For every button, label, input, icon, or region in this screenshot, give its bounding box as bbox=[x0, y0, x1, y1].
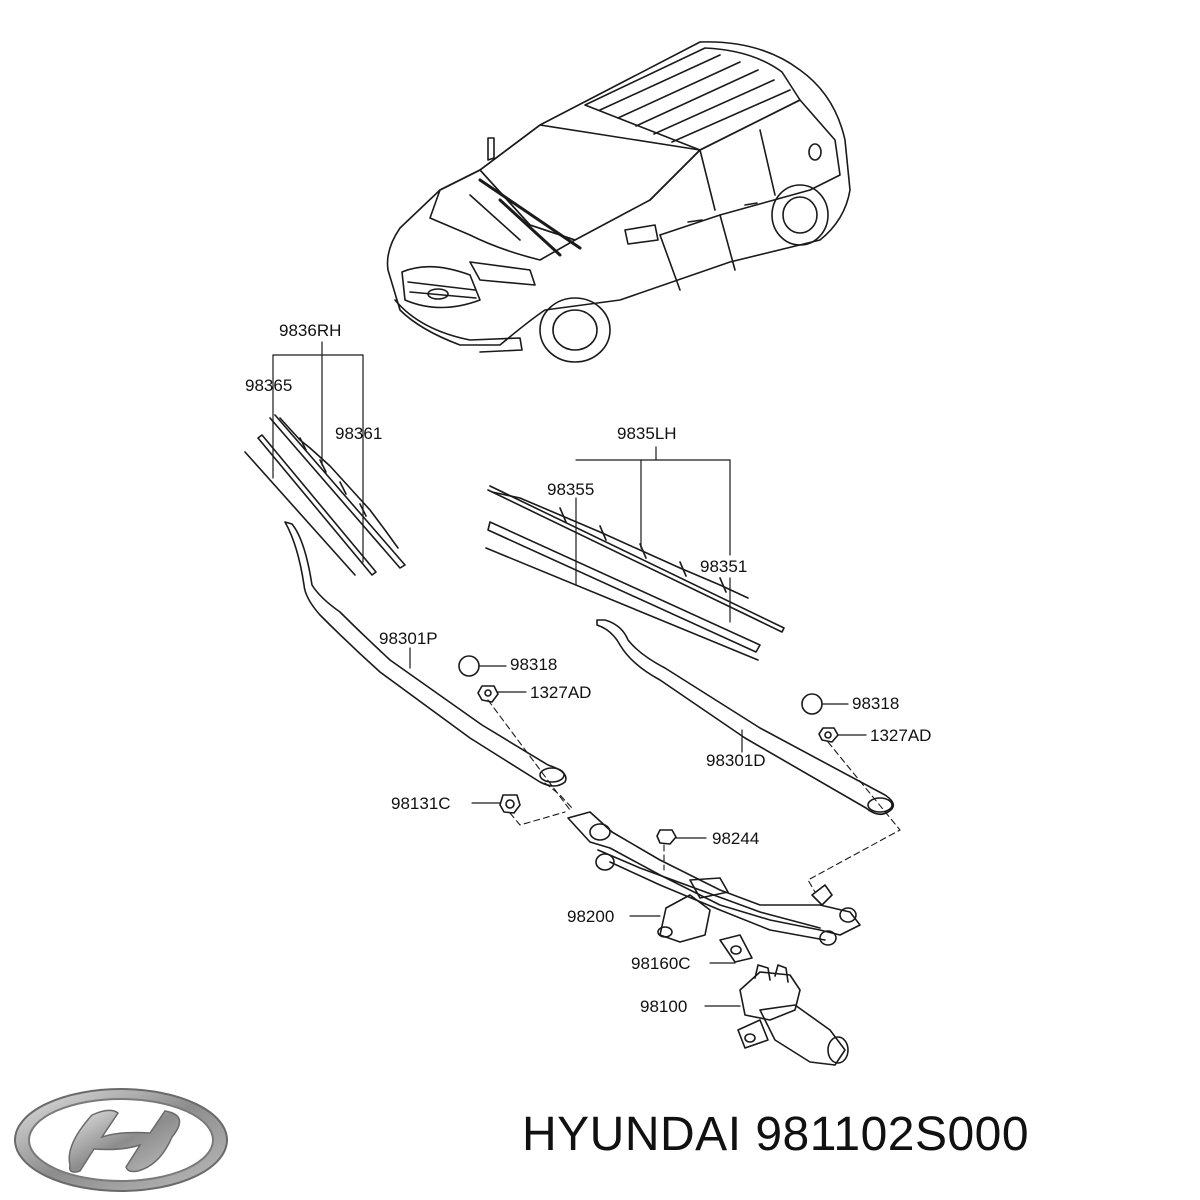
callout-98351: 98351 bbox=[700, 557, 748, 576]
callout-98131C: 98131C bbox=[391, 794, 451, 813]
dashed-assembly-lines bbox=[487, 699, 901, 893]
callout-leader-lines bbox=[272, 341, 867, 1007]
callout-98160C: 98160C bbox=[631, 954, 691, 973]
callout-98200: 98200 bbox=[567, 907, 615, 926]
callout-98318-left: 98318 bbox=[510, 655, 558, 674]
hyundai-logo-icon bbox=[14, 1088, 228, 1192]
cap-nut-parts bbox=[458, 655, 839, 845]
wiper-linkage bbox=[567, 811, 861, 963]
wiper-motor bbox=[737, 964, 849, 1066]
callout-9836RH: 9836RH bbox=[279, 321, 342, 340]
part-number-label: HYUNDAI 981102S000 bbox=[522, 1108, 1030, 1161]
callout-98301D: 98301D bbox=[706, 751, 766, 770]
callout-9835LH: 9835LH bbox=[617, 424, 677, 443]
callout-98244: 98244 bbox=[712, 829, 760, 848]
callout-98318-right: 98318 bbox=[852, 694, 900, 713]
suv-illustration-icon bbox=[386, 41, 851, 363]
callout-98301P: 98301P bbox=[379, 629, 438, 648]
callout-98361: 98361 bbox=[335, 424, 383, 443]
rh-blade-assembly bbox=[244, 414, 406, 576]
callout-1327AD-left: 1327AD bbox=[530, 683, 592, 702]
callout-98100: 98100 bbox=[640, 997, 688, 1016]
lh-wiper-arm bbox=[596, 619, 895, 816]
lh-blade-assembly bbox=[485, 485, 785, 661]
callout-1327AD-right: 1327AD bbox=[870, 726, 932, 745]
rh-wiper-arm bbox=[284, 521, 567, 787]
callout-98365: 98365 bbox=[245, 376, 293, 395]
callout-98355: 98355 bbox=[547, 480, 595, 499]
